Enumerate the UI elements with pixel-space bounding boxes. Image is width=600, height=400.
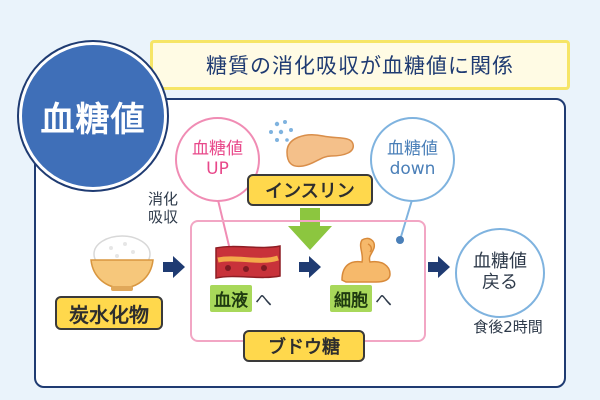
up-connector-line <box>217 199 231 251</box>
glucose-label: ブドウ糖 <box>243 330 365 362</box>
flow-arrow-icon <box>299 256 321 278</box>
banner-text: 糖質の消化吸収が血糖値に関係 <box>206 54 514 78</box>
rice-bowl-icon <box>90 235 154 291</box>
glucose-down-bubble: 血糖値 down <box>370 117 455 202</box>
digestion-text: 消化 吸収 <box>133 190 193 226</box>
glucose-return-bubble: 血糖値 戻る <box>455 228 545 318</box>
down-bubble-line1: 血糖値 <box>387 138 438 159</box>
cell-tag: 細胞 へ <box>330 285 392 312</box>
return-bubble-line1: 血糖値 <box>473 251 527 273</box>
carbohydrate-text: 炭水化物 <box>69 302 149 327</box>
muscle-arm-icon <box>341 237 391 283</box>
insulin-text: インスリン <box>265 181 355 202</box>
return-bubble-line2: 戻る <box>482 272 518 293</box>
main-title-circle: 血糖値 <box>19 42 167 190</box>
blood-tag: 血液 へ <box>210 285 272 312</box>
title-banner: 糖質の消化吸収が血糖値に関係 <box>150 40 570 90</box>
digestion-line1: 消化 <box>147 190 178 208</box>
main-title: 血糖値 <box>40 99 146 140</box>
blood-vessel-icon <box>215 245 281 279</box>
flow-arrow-icon <box>163 256 185 278</box>
cell-word: 細胞 <box>330 285 372 312</box>
insulin-label: インスリン <box>247 174 373 206</box>
blood-suffix: へ <box>255 291 272 311</box>
cell-suffix: へ <box>375 291 392 311</box>
blood-word: 血液 <box>210 285 252 312</box>
flow-arrow-icon <box>428 256 450 278</box>
down-bubble-line2: down <box>389 158 436 179</box>
pancreas-icon <box>269 120 354 168</box>
digestion-line2: 吸収 <box>147 208 178 226</box>
up-bubble-line2: UP <box>206 158 229 179</box>
insulin-down-arrow-icon <box>288 208 332 250</box>
carbohydrate-label: 炭水化物 <box>55 296 163 330</box>
up-bubble-line1: 血糖値 <box>192 138 243 159</box>
down-connector-dot <box>396 236 404 244</box>
glucose-text: ブドウ糖 <box>268 337 340 358</box>
glucose-up-bubble: 血糖値 UP <box>175 117 260 202</box>
after-meal-text: 食後2時間 <box>473 318 543 336</box>
